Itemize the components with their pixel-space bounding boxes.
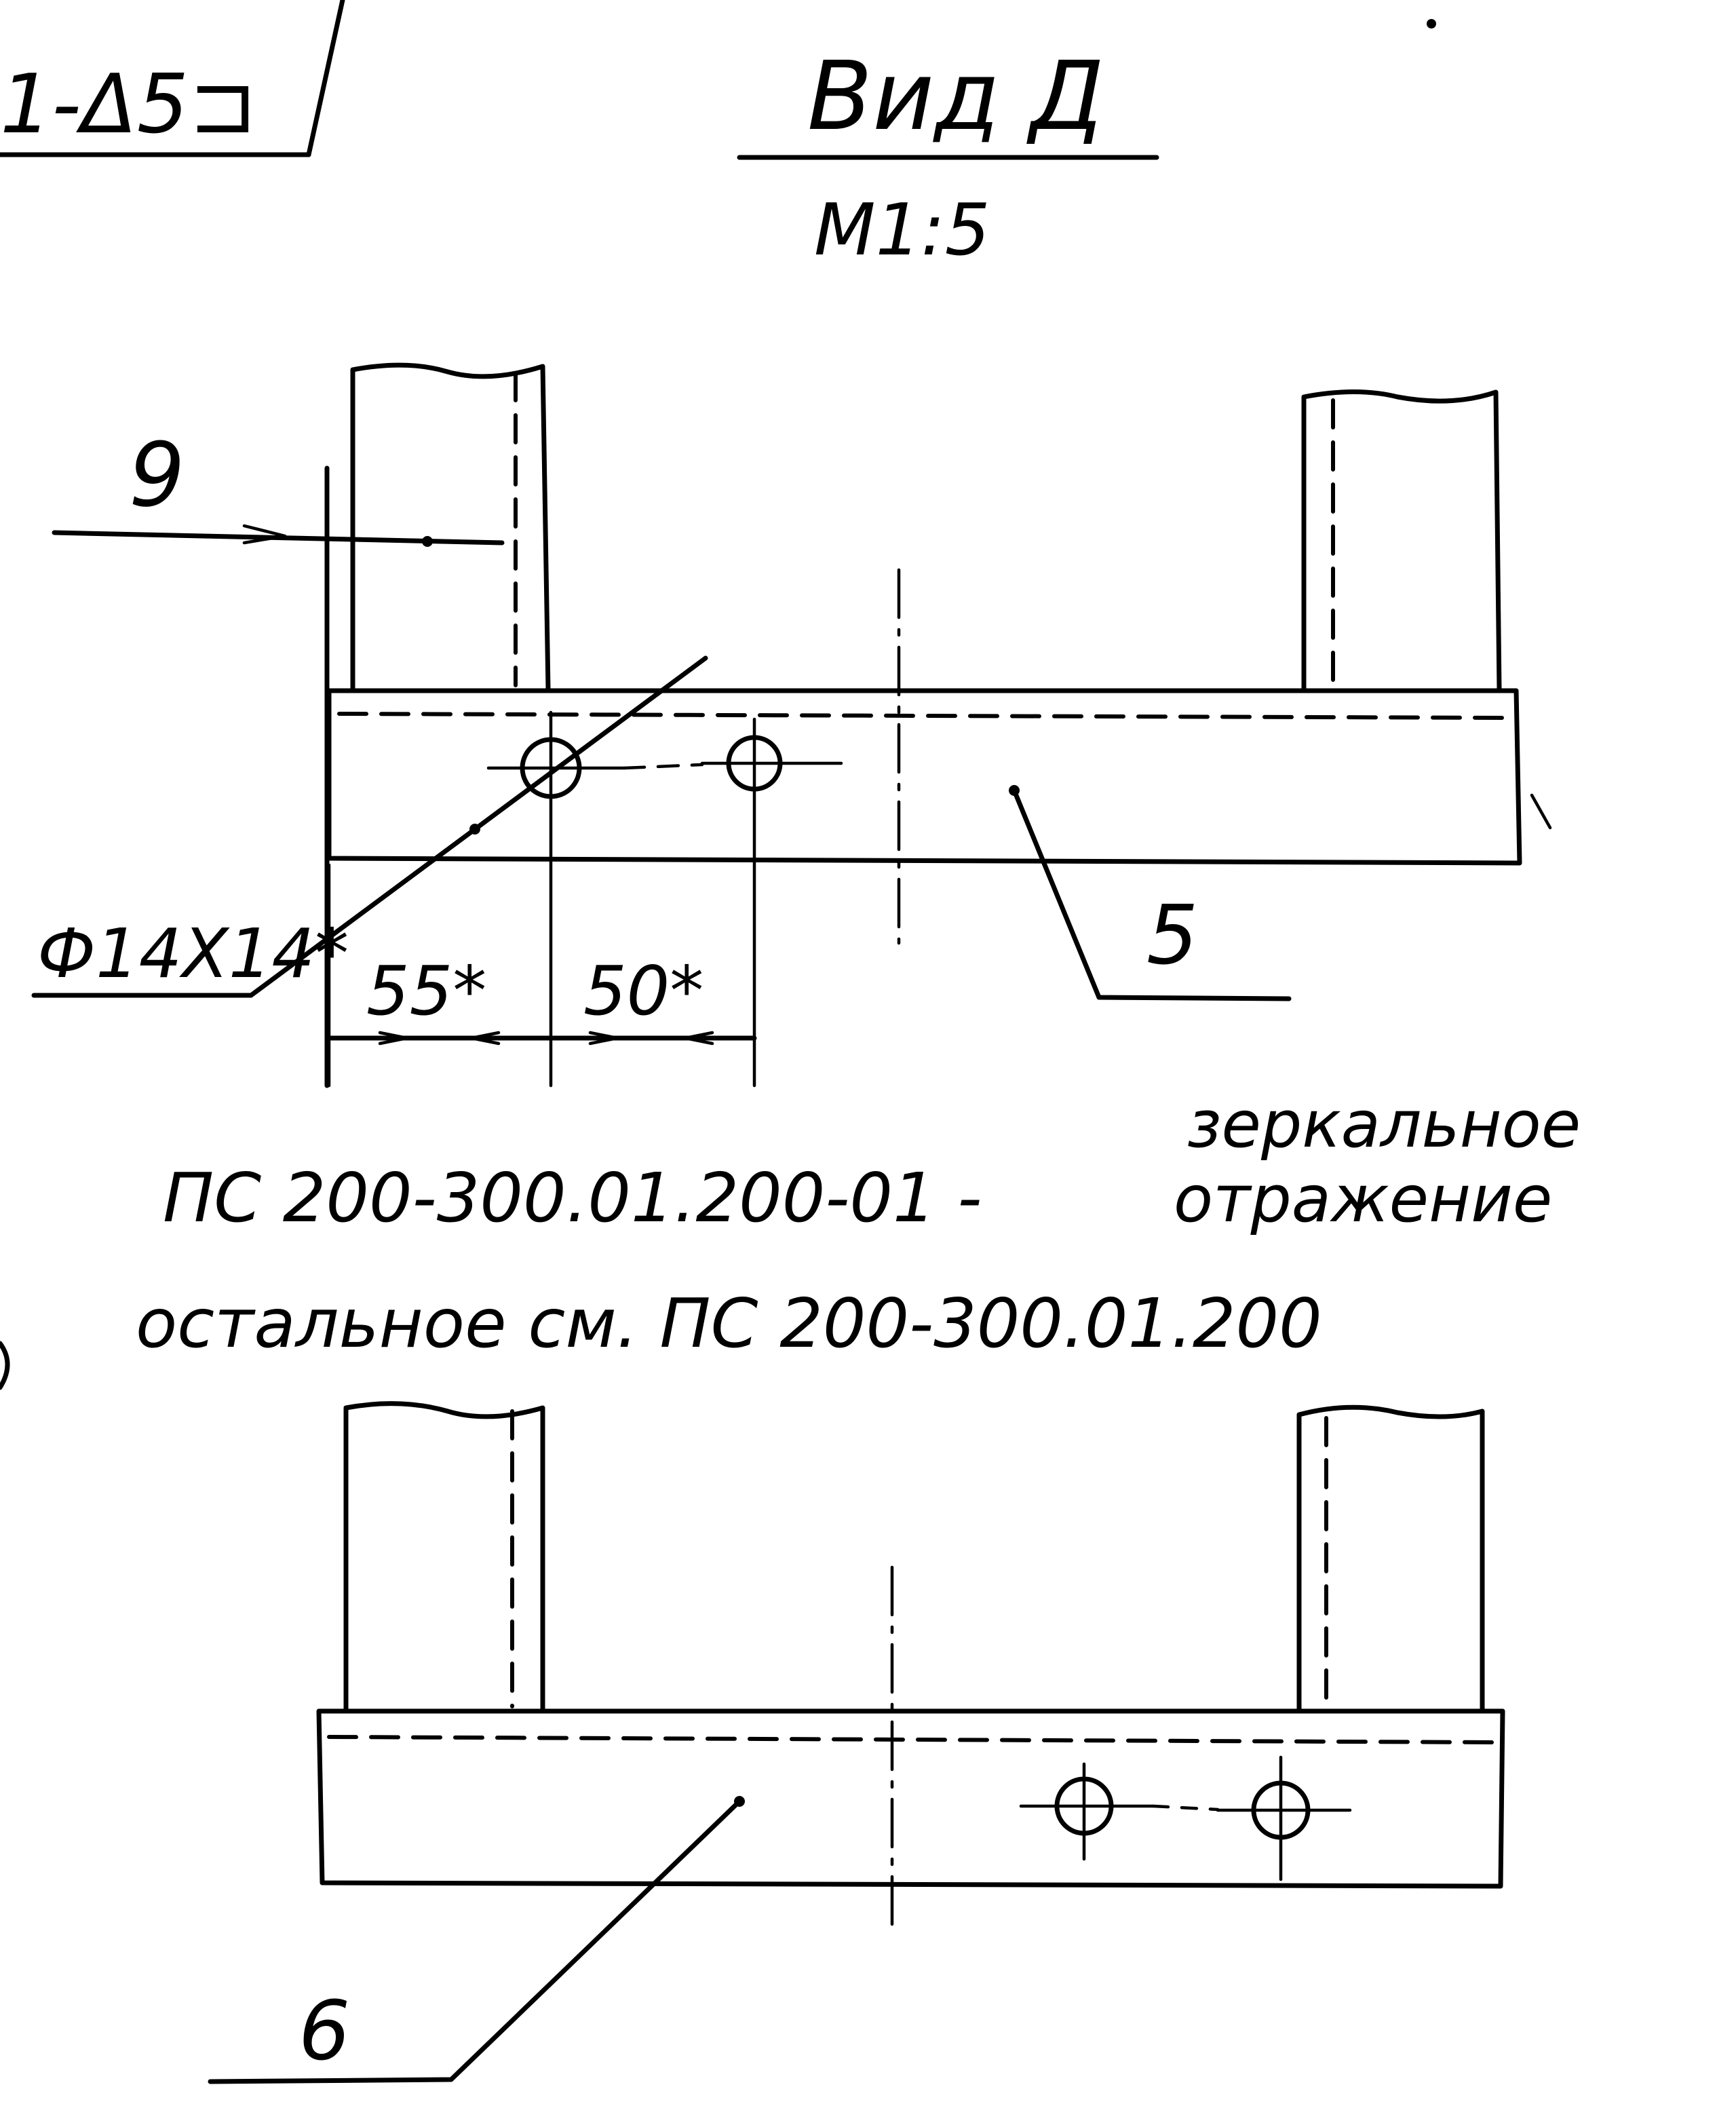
hole-diameter-label: Ф14Х14* (37, 914, 349, 993)
hole-callout: Ф14Х14* (31, 655, 708, 998)
view-scale: М1:5 (814, 189, 990, 271)
view-title: Вид Д (807, 41, 1104, 152)
note-reflection-word: отражение (1174, 1162, 1552, 1237)
corner-label: 1-Δ5⊐ (0, 58, 257, 152)
ink-dot (1427, 19, 1436, 28)
right-post-lower (1296, 1404, 1485, 1712)
leader-6: 6 (208, 1796, 745, 2084)
hole-2 (700, 717, 843, 1088)
edge-mark (0, 1341, 10, 1390)
right-post (1301, 389, 1502, 691)
note-rest-reference: остальное см. ПС 200-300.01.200 (136, 1284, 1322, 1363)
label-6: 6 (298, 1985, 350, 2079)
leader-9: 9 (52, 423, 505, 1088)
label-5: 5 (1146, 889, 1198, 983)
dimension-50: 50* (583, 951, 703, 1031)
note: зеркальное ПС 200-300.01.200-01 - отраже… (136, 1088, 1581, 1363)
hole-4 (1216, 1755, 1352, 1881)
bottom-view: 6 (208, 1401, 1505, 2084)
corner-stamp: 1-Δ5⊐ (0, 0, 345, 157)
dimension-55: 55* (366, 951, 486, 1031)
plate-6 (316, 1708, 1505, 1889)
left-post-lower (343, 1401, 545, 1712)
note-part-number: ПС 200-300.01.200-01 - (163, 1158, 982, 1238)
top-view: 9 Ф14Х14* 55* 50* 5 (31, 362, 1552, 1088)
hole-3 (1019, 1762, 1155, 1861)
label-9: 9 (129, 423, 185, 527)
dimensions: 55* 50* (326, 863, 757, 1088)
view-title-block: Вид Д М1:5 (737, 41, 1159, 271)
leader-5: 5 (1009, 785, 1292, 1001)
plate-5 (326, 688, 1522, 866)
note-mirror-word: зеркальное (1187, 1088, 1581, 1162)
left-post (350, 362, 551, 691)
